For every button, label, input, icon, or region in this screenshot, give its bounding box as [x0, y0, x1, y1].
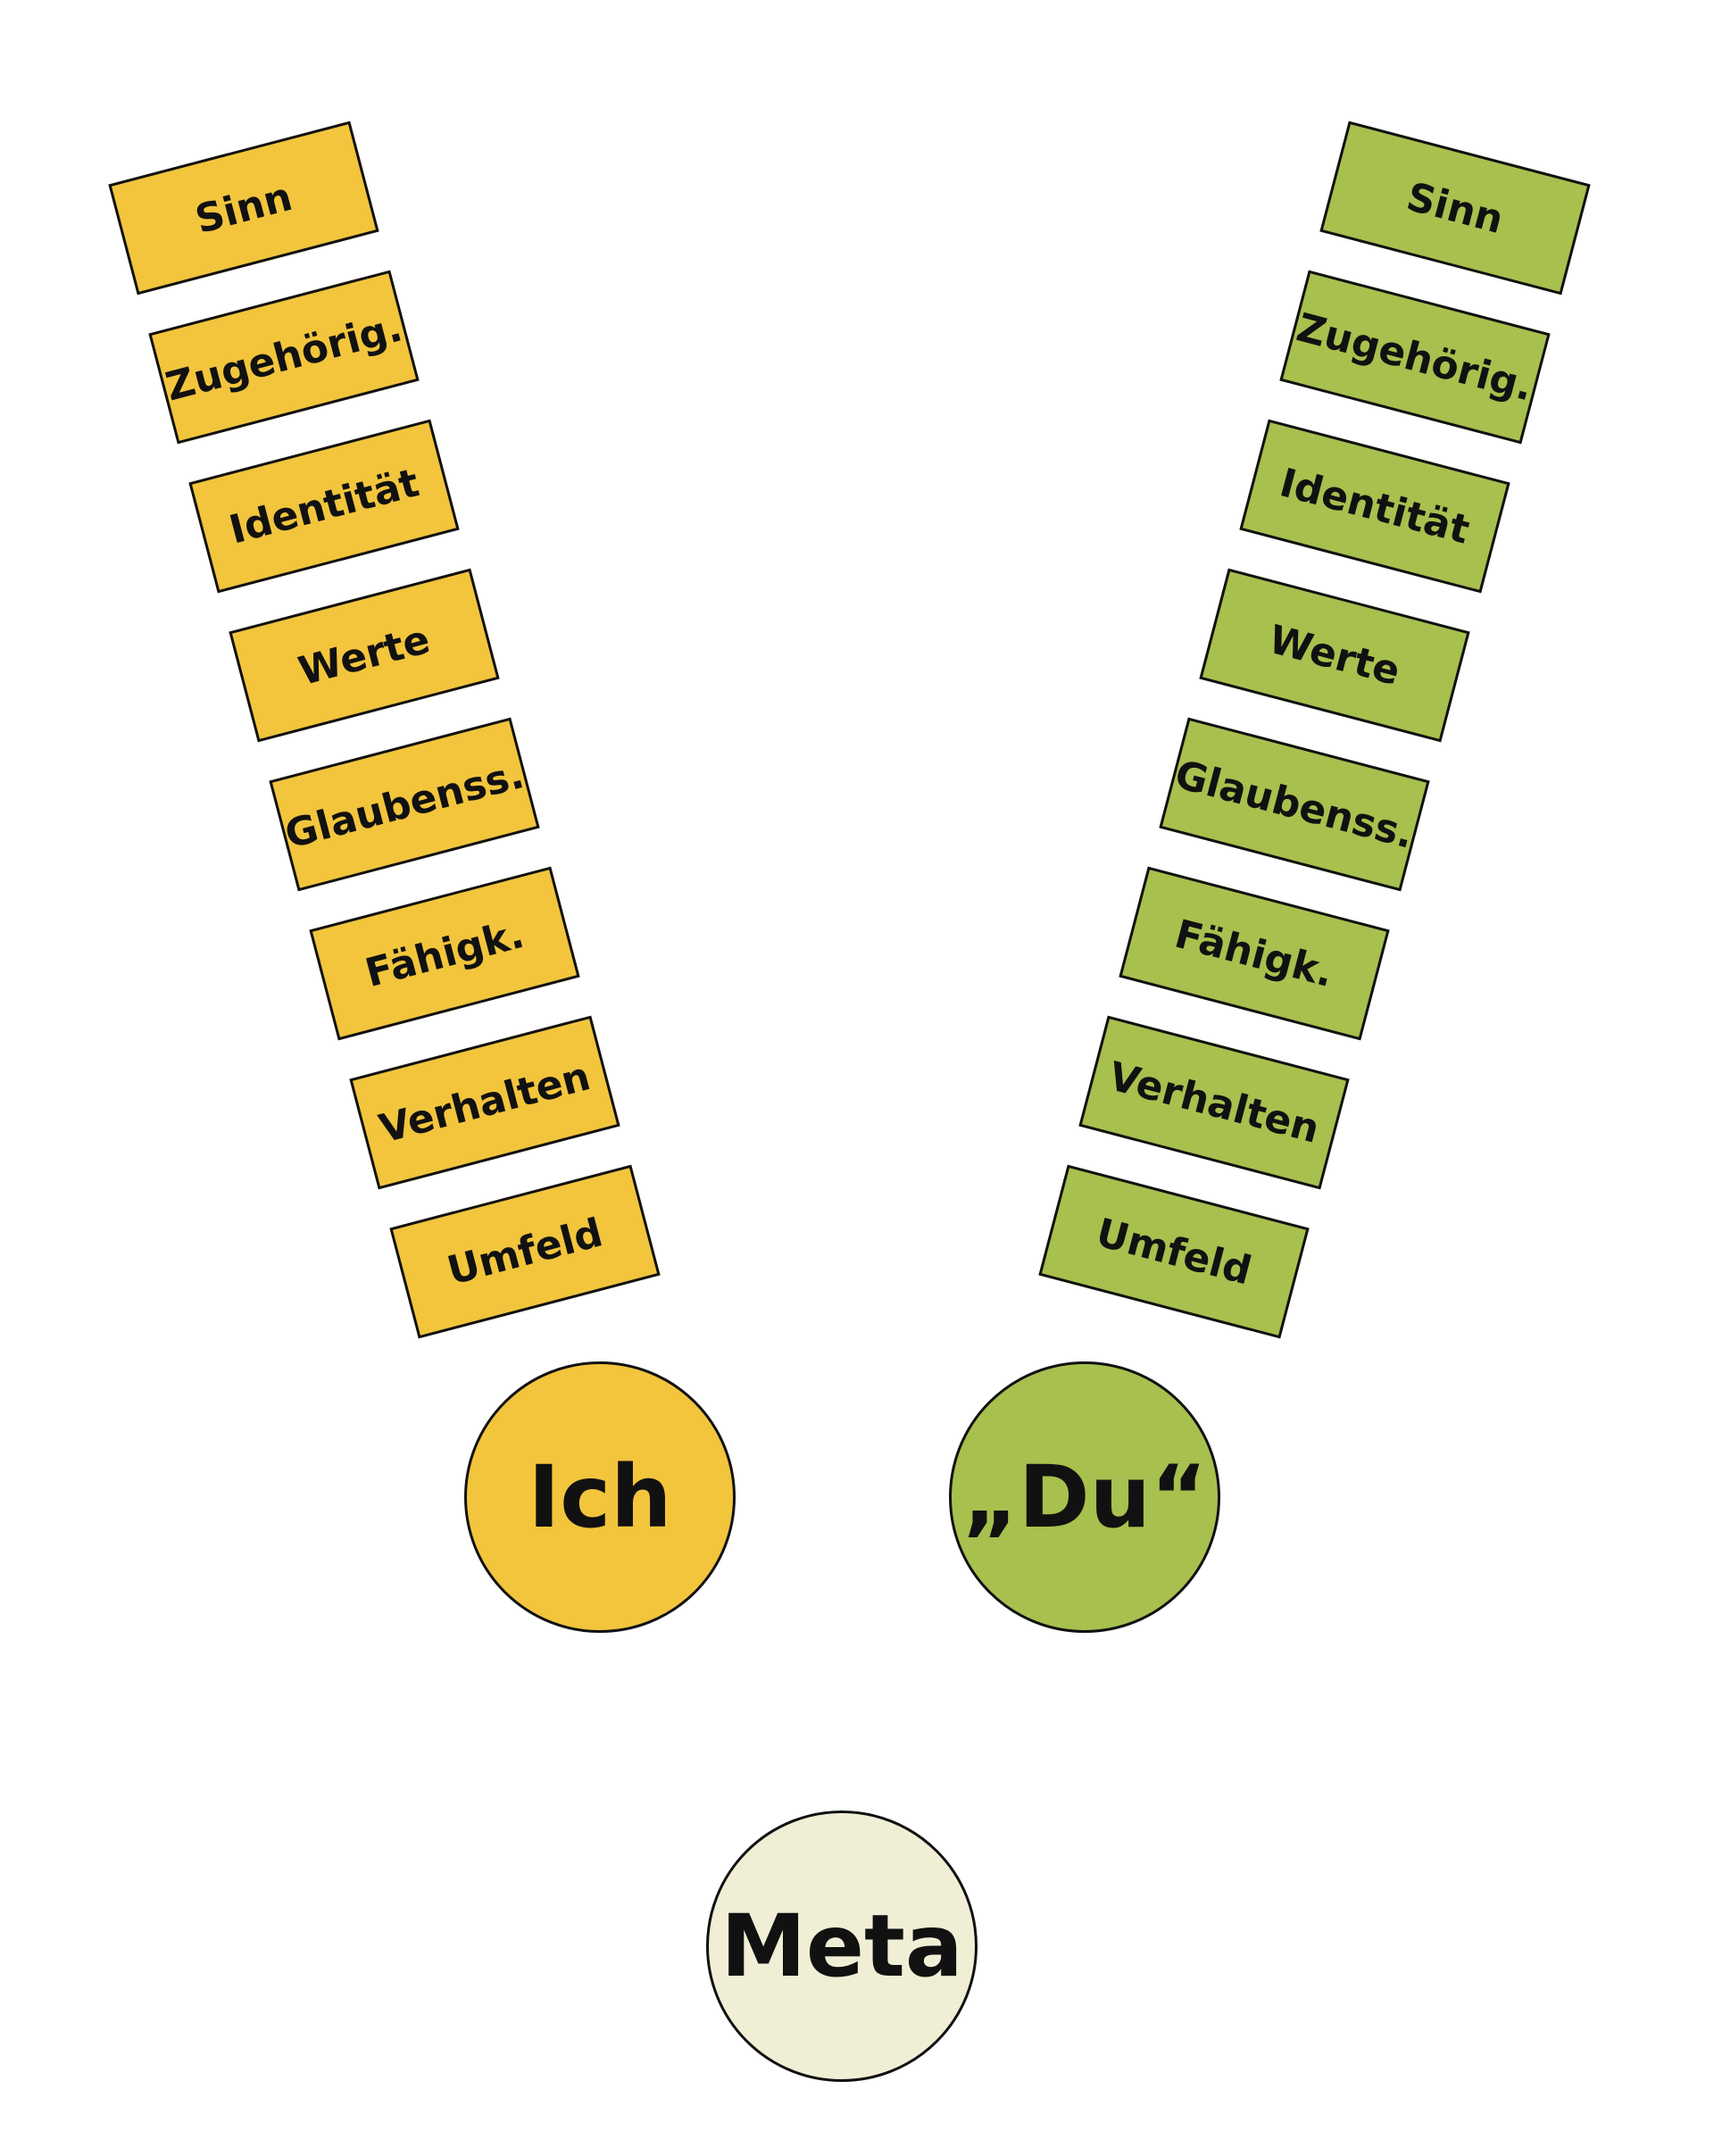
level-label: Sinn — [1402, 173, 1509, 243]
level-label: Zugehörig. — [1292, 304, 1538, 411]
ich-label: Ich — [528, 1447, 672, 1547]
level-label: Werte — [1264, 616, 1405, 695]
level-card-left-3: Werte — [229, 568, 500, 743]
level-card-right-0: Sinn — [1319, 121, 1591, 296]
level-card-left-6: Verhalten — [349, 1015, 620, 1190]
level-card-right-1: Zugehörig. — [1279, 270, 1551, 445]
level-card-right-3: Werte — [1199, 568, 1470, 743]
level-card-left-0: Sinn — [108, 121, 379, 296]
level-card-right-7: Umfeld — [1038, 1164, 1310, 1339]
meta-label: Meta — [720, 1896, 963, 1996]
level-card-right-6: Verhalten — [1078, 1015, 1350, 1190]
level-label: Fähigk. — [1169, 911, 1339, 996]
level-label: Identität — [224, 459, 424, 554]
ich-circle: Ich — [464, 1361, 736, 1633]
level-card-left-1: Zugehörig. — [148, 270, 420, 445]
meta-circle: Meta — [706, 1811, 978, 2082]
level-card-left-2: Identität — [188, 419, 460, 594]
level-card-left-7: Umfeld — [389, 1164, 661, 1339]
level-card-right-2: Identität — [1239, 419, 1510, 594]
level-label: Umfeld — [442, 1209, 608, 1294]
level-label: Glaubenss. — [1170, 751, 1419, 858]
level-label: Sinn — [190, 173, 297, 243]
level-label: Verhalten — [374, 1053, 595, 1153]
du-circle: „Du“ — [949, 1361, 1220, 1633]
level-label: Glaubenss. — [280, 751, 528, 858]
level-label: Identität — [1275, 459, 1475, 554]
level-label: Fähigk. — [360, 911, 529, 996]
level-label: Werte — [294, 616, 435, 695]
level-card-left-5: Fähigk. — [309, 866, 580, 1041]
level-label: Zugehörig. — [161, 304, 407, 411]
du-label: „Du“ — [961, 1447, 1208, 1547]
level-label: Umfeld — [1091, 1209, 1257, 1294]
level-card-right-5: Fähigk. — [1119, 866, 1390, 1041]
level-card-left-4: Glaubenss. — [269, 717, 540, 892]
level-card-right-4: Glaubenss. — [1159, 717, 1430, 892]
level-label: Verhalten — [1103, 1053, 1325, 1153]
